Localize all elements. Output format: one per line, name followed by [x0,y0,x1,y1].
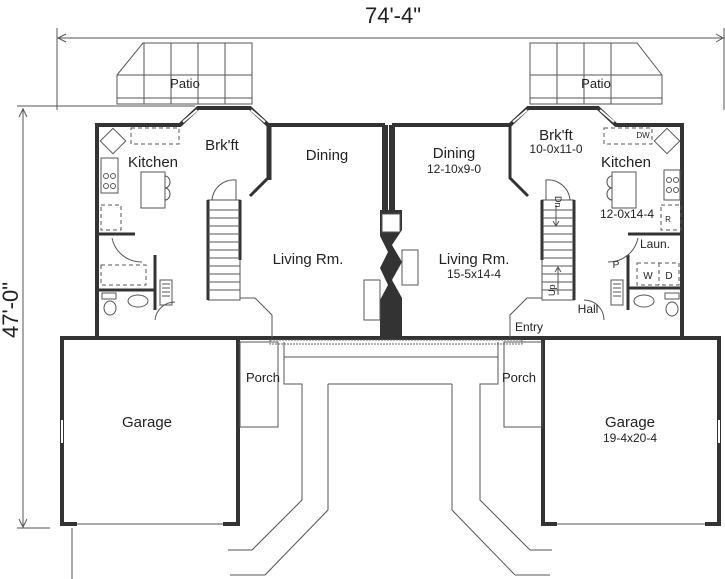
front-hatch [269,339,523,345]
pantry-label: P [613,260,620,271]
stairs-down-label: Dn [553,196,563,208]
right-living-size: 15-5x14-4 [447,267,501,281]
left-garage [60,336,240,579]
right-dining-label: Dining [433,145,476,162]
right-breakfast-label: Brk'ft [539,127,574,144]
right-kitchen-label: Kitchen [601,154,651,171]
left-kitchen-fixtures [99,127,180,321]
right-garage [541,336,721,527]
hall-label: Hall [578,302,599,316]
right-stairs: Dn Up [509,179,576,338]
dishwasher-label: DW [636,131,650,140]
overall-width-label: 74'-4" [365,3,421,28]
right-garage-label: Garage [605,414,655,431]
left-porch-label: Porch [246,370,280,385]
dryer-label: D [665,271,672,282]
right-patio-label: Patio [581,76,611,91]
right-patio: Patio [529,42,663,105]
right-breakfast-size: 10-0x11-0 [529,142,582,156]
right-garage-size: 19-4x20-4 [603,431,657,445]
stairs-up-label: Up [547,284,557,296]
fireplace [363,210,419,338]
refrigerator-label: R [665,215,671,224]
left-unit-walls [60,106,530,340]
left-garage-label: Garage [122,414,172,431]
overall-depth-label: 47'-0" [0,282,23,338]
right-kitchen-size: 12-0x14-4 [600,207,654,221]
depth-dimension: 47'-0" [0,105,195,529]
left-patio: Patio [116,42,253,105]
right-living-label: Living Rm. [439,251,510,268]
left-kitchen-label: Kitchen [128,154,178,171]
left-breakfast-label: Brk'ft [205,137,240,154]
right-dining-size: 12-10x9-0 [427,162,481,176]
left-patio-label: Patio [170,76,200,91]
right-kitchen-fixtures: DW R W D P [583,127,682,321]
left-stairs [206,179,273,338]
washer-label: W [643,271,653,282]
left-living-label: Living Rm. [273,251,344,268]
right-porch-label: Porch [502,370,536,385]
width-dimension: 74'-4" [56,3,725,110]
porches-walkway [228,341,552,576]
entry-label: Entry [515,320,543,334]
laundry-label: Laun. [640,237,670,251]
left-dining-label: Dining [306,147,349,164]
